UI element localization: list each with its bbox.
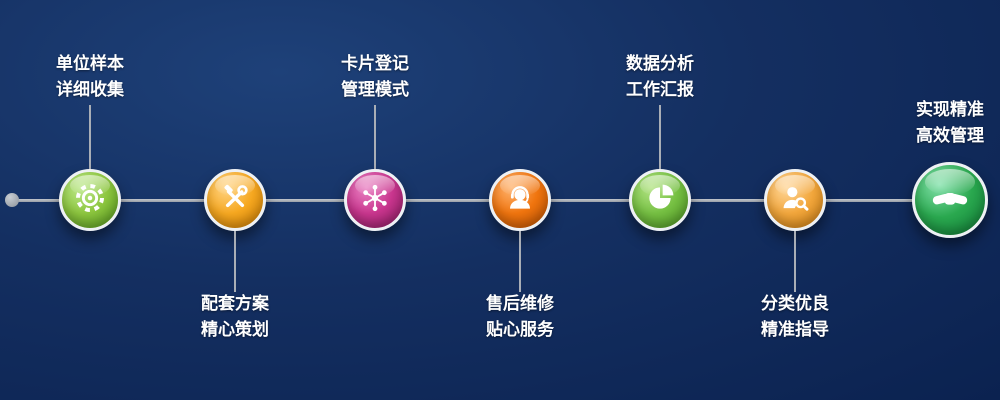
connector-sample-collection xyxy=(89,105,91,169)
label-line-1: 单位样本 xyxy=(56,54,124,74)
node-precise-guidance xyxy=(764,169,826,231)
node-sample-collection xyxy=(59,169,121,231)
label-line-2: 工作汇报 xyxy=(626,79,694,100)
connector-precise-guidance xyxy=(794,231,796,292)
node-label-precise-guidance: 分类优良 精准指导 xyxy=(730,292,860,343)
pie-chart-icon xyxy=(644,182,676,218)
node-supporting-plan xyxy=(204,169,266,231)
headset-icon xyxy=(504,182,536,218)
network-icon xyxy=(359,182,391,218)
node-card-registration xyxy=(344,169,406,231)
connector-card-registration xyxy=(374,105,376,169)
label-line-1: 售后维修 xyxy=(486,294,554,314)
node-label-after-sales-service: 售后维修 贴心服务 xyxy=(455,292,585,343)
tools-icon xyxy=(219,182,251,218)
label-line-1: 分类优良 xyxy=(761,294,829,314)
label-line-1: 实现精准 xyxy=(916,100,984,120)
node-label-supporting-plan: 配套方案 精心策划 xyxy=(170,292,300,343)
label-line-2: 管理模式 xyxy=(341,79,409,100)
gear-globe-icon xyxy=(74,182,106,218)
label-line-2: 高效管理 xyxy=(916,125,984,146)
label-line-2: 贴心服务 xyxy=(486,319,554,340)
label-line-2: 详细收集 xyxy=(56,79,124,100)
node-label-card-registration: 卡片登记 管理模式 xyxy=(310,52,440,103)
label-line-2: 精心策划 xyxy=(201,319,269,340)
connector-supporting-plan xyxy=(234,231,236,292)
node-after-sales-service xyxy=(489,169,551,231)
node-label-efficient-management: 实现精准 高效管理 xyxy=(885,98,1000,149)
node-data-analysis xyxy=(629,169,691,231)
handshake-icon xyxy=(930,178,970,222)
connector-data-analysis xyxy=(659,105,661,169)
connector-after-sales-service xyxy=(519,231,521,292)
node-label-data-analysis: 数据分析 工作汇报 xyxy=(595,52,725,103)
timeline-start-dot xyxy=(5,193,19,207)
timeline-line xyxy=(10,199,950,202)
label-line-1: 卡片登记 xyxy=(341,54,409,74)
node-label-sample-collection: 单位样本 详细收集 xyxy=(25,52,155,103)
label-line-1: 数据分析 xyxy=(626,54,694,74)
node-efficient-management xyxy=(912,162,988,238)
person-search-icon xyxy=(779,182,811,218)
label-line-1: 配套方案 xyxy=(201,294,269,314)
label-line-2: 精准指导 xyxy=(761,319,829,340)
